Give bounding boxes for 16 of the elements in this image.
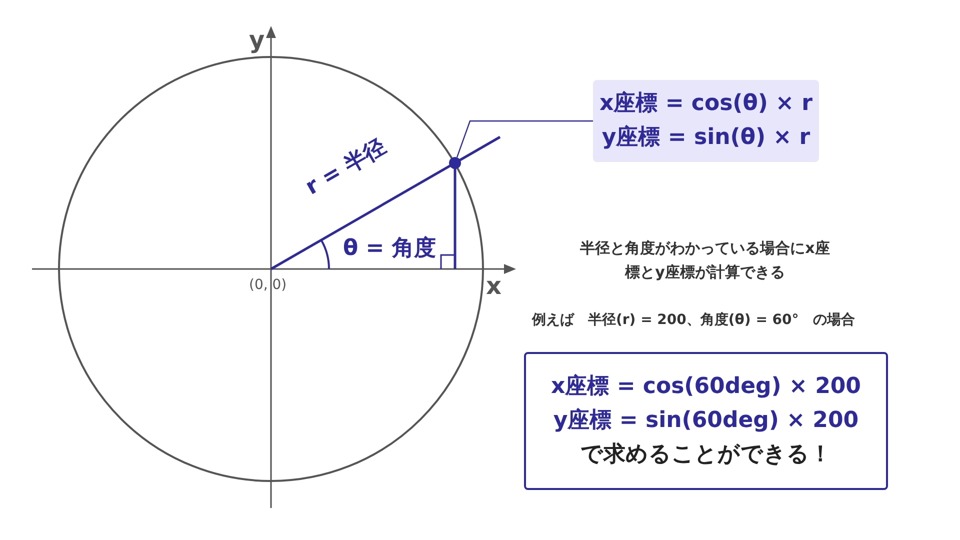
angle-label: θ = 角度 [343, 234, 436, 263]
formula-box [593, 80, 819, 162]
origin-label: (0, 0) [249, 277, 287, 293]
formula-text: x座標 = cos(θ) × r [599, 90, 813, 118]
formula-text: で求めることができる！ [580, 441, 832, 469]
axis-label: x [486, 272, 502, 300]
explanation-text: 半径と角度がわかっている場合にx座標とy座標が計算できる [579, 238, 831, 283]
axis-label: y [249, 26, 265, 54]
formula-text: x座標 = cos(60deg) × 200 [550, 372, 861, 401]
leader-line [456, 120, 593, 158]
formula-text: y座標 = sin(θ) × r [602, 124, 810, 152]
formula-text: y座標 = sin(60deg) × 200 [553, 406, 859, 435]
point-dot [449, 157, 461, 169]
radius-label: r = 半径 [300, 133, 392, 202]
result-box [524, 352, 888, 490]
example-text: 例えば 半径(r) = 200、角度(θ) = 60° の場合 [532, 311, 855, 329]
